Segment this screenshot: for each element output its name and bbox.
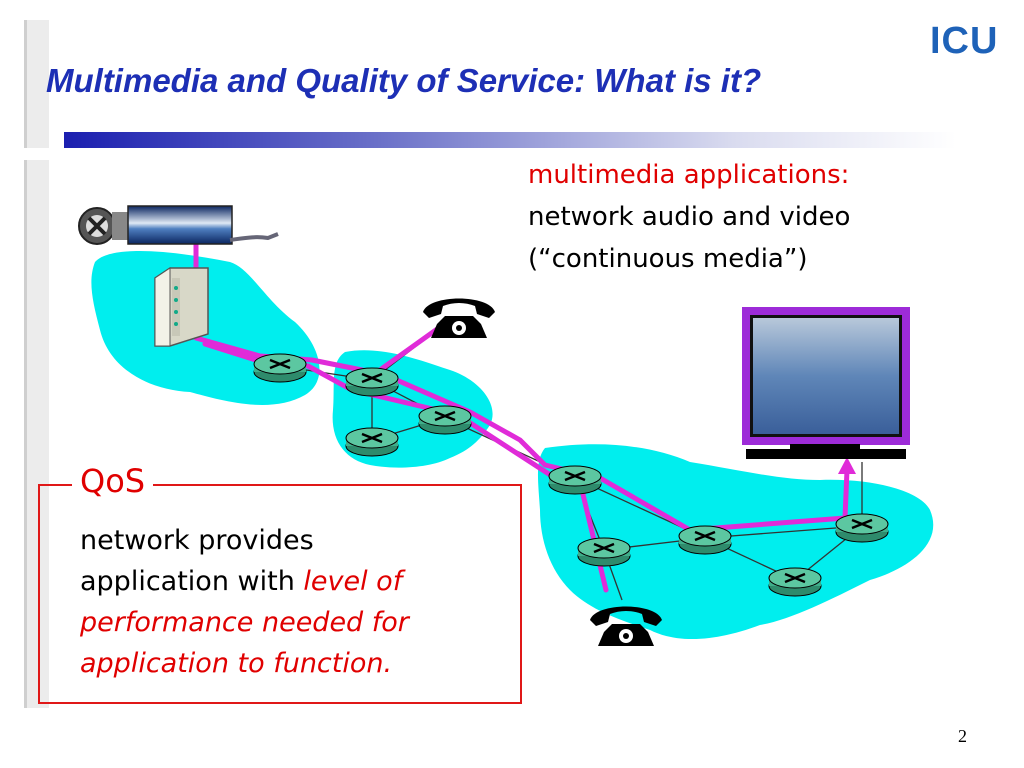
router-icon <box>345 367 399 397</box>
router-icon <box>253 353 307 383</box>
slide-title: Multimedia and Quality of Service: What … <box>46 62 762 99</box>
router-icon <box>577 537 631 567</box>
telephone-icon <box>423 298 495 338</box>
qos-box <box>38 484 522 704</box>
router-icon <box>418 405 472 435</box>
qos-line: network provides <box>80 525 314 556</box>
title-gradient-rule <box>64 132 956 148</box>
router-icon <box>768 567 822 597</box>
qos-emphasis: application to function. <box>80 648 393 679</box>
film-reel-icon <box>78 207 130 245</box>
router-icon <box>678 525 732 555</box>
arrow-up-icon <box>838 457 856 474</box>
telephone-icon <box>590 606 662 646</box>
qos-label: QoS <box>72 462 154 500</box>
qos-description: network provides application with level … <box>80 520 409 684</box>
left-decor-bar-top <box>24 20 49 148</box>
qos-line-text: application with <box>80 566 304 597</box>
page-number: 2 <box>958 726 967 746</box>
icu-logo: ICU <box>930 20 999 62</box>
multimedia-line: network audio and video <box>528 202 851 232</box>
left-decor-bar-bottom <box>24 160 49 708</box>
qos-line: application with level of <box>80 561 409 602</box>
multimedia-line: (“continuous media”) <box>528 244 808 274</box>
network-cloud-right <box>537 444 934 640</box>
qos-emphasis: performance needed for <box>80 607 409 638</box>
router-icon <box>548 465 602 495</box>
multimedia-description: multimedia applications: network audio a… <box>528 154 850 280</box>
router-icon <box>345 427 399 457</box>
qos-emphasis: level of <box>303 566 403 597</box>
router-icon <box>835 513 889 543</box>
video-screen-icon <box>127 205 279 245</box>
multimedia-heading: multimedia applications: <box>528 160 850 190</box>
server-icon <box>154 267 209 347</box>
monitor-icon <box>742 307 910 459</box>
